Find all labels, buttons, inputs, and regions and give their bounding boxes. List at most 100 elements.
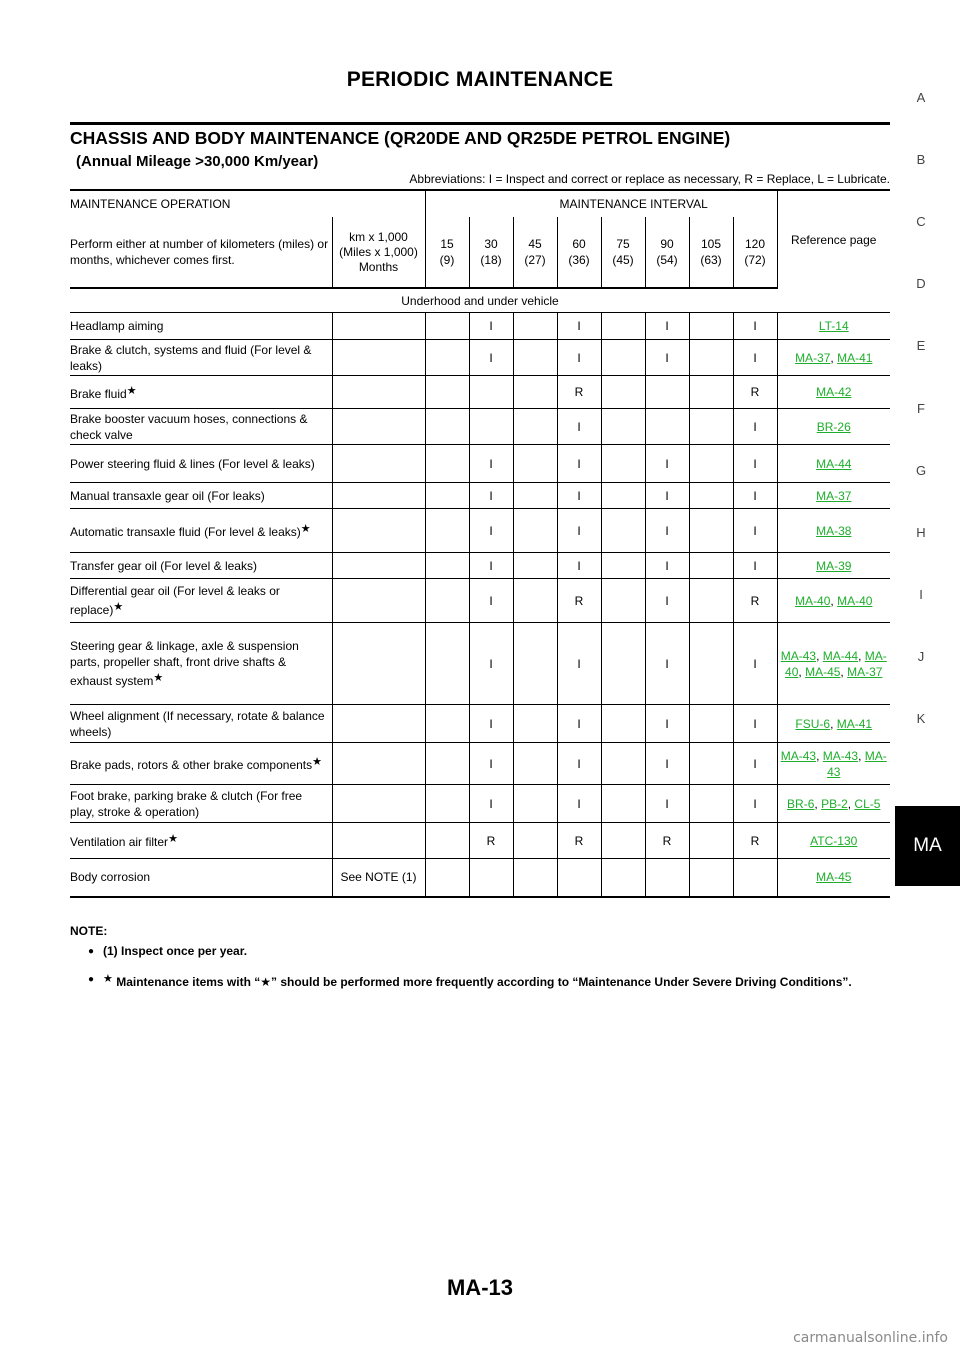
side-index-letter[interactable]: H	[916, 525, 926, 540]
reference-link[interactable]: BR-26	[816, 419, 851, 434]
interval-mark: I	[732, 784, 777, 823]
star-icon: ★	[113, 601, 124, 613]
interval-miles: (36)	[568, 253, 590, 267]
interval-mark: I	[468, 784, 513, 823]
interval-mark: I	[732, 704, 777, 743]
interval-col-4: 60 (36)	[556, 217, 601, 289]
table-row: Brake pads, rotors & other brake compone…	[70, 742, 890, 785]
interval-mark	[688, 858, 733, 898]
reference-link[interactable]: MA-39	[816, 558, 852, 573]
operation-cell: Brake pads, rotors & other brake compone…	[70, 742, 332, 785]
reference-link[interactable]: MA-41	[836, 716, 873, 731]
interval-mark	[688, 408, 733, 445]
interval-mark: I	[644, 508, 689, 553]
interval-miles: (54)	[656, 253, 678, 267]
reference-link[interactable]: LT-14	[818, 319, 849, 333]
interval-mark	[644, 375, 689, 409]
unit-note-cell	[331, 784, 425, 823]
reference-link[interactable]: MA-43	[780, 748, 817, 763]
side-index-letter[interactable]: J	[917, 649, 925, 664]
subtitle: (Annual Mileage >30,000 Km/year)	[76, 153, 319, 170]
side-index-letter[interactable]: G	[915, 463, 927, 478]
reference-link[interactable]: MA-40	[795, 593, 831, 608]
interval-mark	[512, 822, 557, 859]
reference-link[interactable]: MA-41	[837, 350, 873, 365]
star-icon: ★	[312, 756, 323, 768]
header-maintenance-interval: MAINTENANCE INTERVAL	[424, 189, 777, 217]
reference-link[interactable]: FSU-6	[795, 716, 831, 731]
reference-link[interactable]: CL-5	[854, 796, 881, 811]
interval-miles: (27)	[524, 253, 546, 267]
operation-label: Automatic transaxle fluid (For level & l…	[70, 525, 301, 539]
interval-mark	[468, 375, 513, 409]
page-number: MA-13	[446, 1275, 513, 1300]
note-text: Maintenance items with “★” should be per…	[116, 975, 852, 989]
interval-mark: I	[468, 312, 513, 340]
interval-km: 45	[528, 237, 542, 251]
operation-label: Body corrosion	[70, 870, 151, 885]
star-icon: ★	[103, 973, 113, 985]
operation-cell: Headlamp aiming	[70, 312, 332, 340]
header-maintenance-operation: MAINTENANCE OPERATION	[70, 189, 425, 217]
interval-km: 90	[660, 237, 674, 251]
operation-label: Brake booster vacuum hoses, connections …	[70, 411, 308, 442]
interval-mark	[512, 339, 557, 376]
interval-mark: I	[468, 339, 513, 376]
table-row: Wheel alignment (If necessary, rotate & …	[70, 704, 890, 743]
interval-km: 60	[572, 237, 586, 251]
interval-mark	[424, 578, 469, 623]
interval-mark: I	[556, 622, 601, 705]
reference-cell: BR-26	[776, 408, 890, 445]
side-index-letter[interactable]: I	[919, 587, 923, 602]
reference-link[interactable]: MA-37	[795, 350, 831, 365]
reference-link[interactable]: MA-44	[822, 648, 859, 663]
interval-mark: I	[468, 704, 513, 743]
interval-mark: I	[732, 312, 777, 340]
reference-link[interactable]: MA-40	[785, 648, 887, 679]
interval-mark	[512, 444, 557, 483]
reference-cell: MA-39	[776, 552, 890, 579]
interval-mark: I	[732, 408, 777, 445]
unit-note-cell	[331, 408, 425, 445]
interval-mark: I	[556, 742, 601, 785]
interval-mark	[600, 312, 645, 340]
reference-link[interactable]: MA-43	[827, 748, 887, 779]
operation-cell: Body corrosion	[70, 858, 332, 898]
reference-cell: MA-38	[776, 508, 890, 553]
reference-link[interactable]: MA-42	[816, 385, 852, 399]
note-text: (1) Inspect once per year.	[103, 944, 248, 958]
reference-link[interactable]: BR-6	[787, 796, 815, 811]
reference-link[interactable]: MA-45	[805, 664, 841, 679]
interval-mark: I	[732, 552, 777, 579]
reference-link[interactable]: MA-44	[816, 456, 852, 471]
side-index-letter[interactable]: E	[916, 338, 926, 353]
reference-link[interactable]: PB-2	[821, 796, 848, 811]
reference-link[interactable]: MA-37	[816, 488, 852, 503]
interval-col-7: 105(63)	[688, 217, 733, 289]
reference-link[interactable]: MA-38	[816, 523, 852, 538]
interval-mark: I	[556, 508, 601, 553]
unit-note-cell	[331, 444, 425, 483]
interval-mark: I	[556, 444, 601, 483]
reference-cell: MA-43, MA-44, MA-40, MA-45, MA-37	[776, 622, 890, 705]
side-index-letter[interactable]: A	[916, 90, 926, 105]
interval-mark: I	[468, 482, 513, 509]
side-index-letter[interactable]: C	[916, 214, 926, 229]
interval-mark	[688, 339, 733, 376]
operation-cell: Automatic transaxle fluid (For level & l…	[70, 508, 332, 553]
section-tab-active[interactable]: MA	[895, 806, 960, 886]
reference-link[interactable]: ATC-130	[810, 833, 858, 848]
reference-cell: ATC-130	[776, 822, 890, 859]
interval-mark	[600, 375, 645, 409]
reference-link[interactable]: MA-43	[780, 648, 817, 663]
reference-link[interactable]: MA-43	[822, 748, 859, 763]
interval-mark	[424, 822, 469, 859]
side-index-letter[interactable]: B	[916, 152, 926, 167]
interval-col-6: 90 (54)	[644, 217, 689, 289]
side-index-letter[interactable]: D	[916, 276, 926, 291]
side-index-letter[interactable]: K	[916, 711, 926, 726]
side-index-letter[interactable]: F	[917, 401, 925, 416]
reference-link[interactable]: MA-40	[837, 593, 873, 608]
reference-link[interactable]: MA-37	[847, 664, 883, 679]
reference-link[interactable]: MA-45	[816, 870, 852, 885]
